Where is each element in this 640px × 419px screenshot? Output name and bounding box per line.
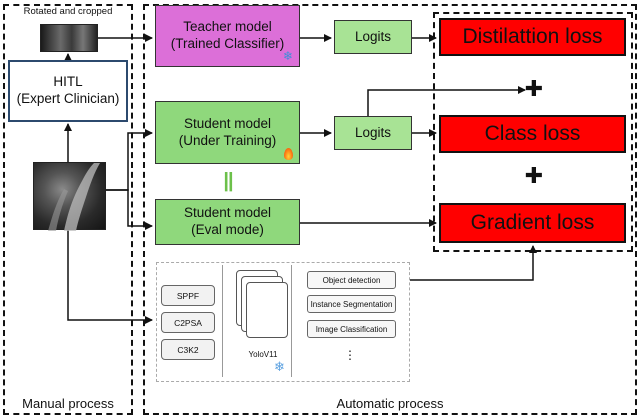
teacher-model-subtitle: (Trained Classifier) bbox=[170, 36, 285, 51]
yolo-layer-front bbox=[246, 282, 288, 338]
snowflake-icon: ❄ bbox=[282, 49, 293, 63]
hitl-subtitle: (Expert Clinician) bbox=[16, 91, 120, 106]
class-loss-box: Class loss bbox=[439, 115, 626, 153]
student-eval-title: Student model bbox=[183, 205, 272, 221]
manual-process-label: Manual process bbox=[22, 396, 114, 411]
hitl-box: HITL (Expert Clinician) bbox=[8, 60, 128, 122]
student-eval-subtitle: (Eval mode) bbox=[191, 222, 264, 237]
yolo-module-sppf: SPPF bbox=[161, 285, 215, 306]
gradient-loss-box: Gradient loss bbox=[439, 203, 626, 243]
arrow-xray-to-student-train bbox=[106, 129, 153, 191]
distillation-loss-box: Distilattion loss bbox=[439, 18, 626, 56]
yolo-name: YoloV11 bbox=[248, 350, 278, 359]
automatic-process-label: Automatic process bbox=[336, 396, 444, 411]
student-train-box: Student model (Under Training) bbox=[155, 101, 300, 164]
yolo-backbone-frame bbox=[222, 265, 292, 377]
arrow-xray-to-yolo bbox=[67, 230, 153, 324]
cropped-xray-image bbox=[40, 24, 98, 52]
student-logits-box: Logits bbox=[334, 116, 412, 150]
equals-symbol: || bbox=[223, 170, 233, 192]
yolo-module-c3k2: C3K2 bbox=[161, 339, 215, 360]
teacher-model-box: Teacher model (Trained Classifier) ❄ bbox=[155, 5, 300, 67]
plus-symbol-bottom: ✚ bbox=[524, 163, 544, 188]
student-eval-box: Student model (Eval mode) bbox=[155, 199, 300, 245]
bone-shape bbox=[48, 163, 100, 231]
arrow-detection-to-gradient bbox=[396, 245, 537, 281]
task-object-detection: Object detection bbox=[307, 271, 396, 289]
hitl-title: HITL bbox=[53, 74, 83, 90]
teacher-model-title: Teacher model bbox=[183, 19, 272, 35]
task-instance-segmentation: Instance Segmentation bbox=[307, 295, 396, 313]
student-train-title: Student model bbox=[183, 115, 272, 131]
crop-caption: Rotated and cropped bbox=[23, 6, 113, 17]
yolo-module-c2psa: C2PSA bbox=[161, 312, 215, 333]
arrow-xray-to-student-eval bbox=[106, 189, 153, 230]
plus-symbol-top: ✚ bbox=[524, 76, 544, 101]
yolo-snowflake-icon: ❄ bbox=[274, 359, 285, 374]
manual-process-panel bbox=[3, 4, 133, 415]
student-train-subtitle: (Under Training) bbox=[178, 132, 277, 148]
automatic-process-panel bbox=[143, 4, 637, 415]
arrow-logits-to-plus bbox=[367, 86, 526, 118]
fire-icon bbox=[284, 148, 293, 160]
xray-image bbox=[33, 162, 106, 231]
teacher-logits-box: Logits bbox=[334, 20, 412, 54]
task-image-classification: Image Classification bbox=[307, 320, 396, 338]
task-ellipsis: ⋮ bbox=[344, 348, 356, 362]
